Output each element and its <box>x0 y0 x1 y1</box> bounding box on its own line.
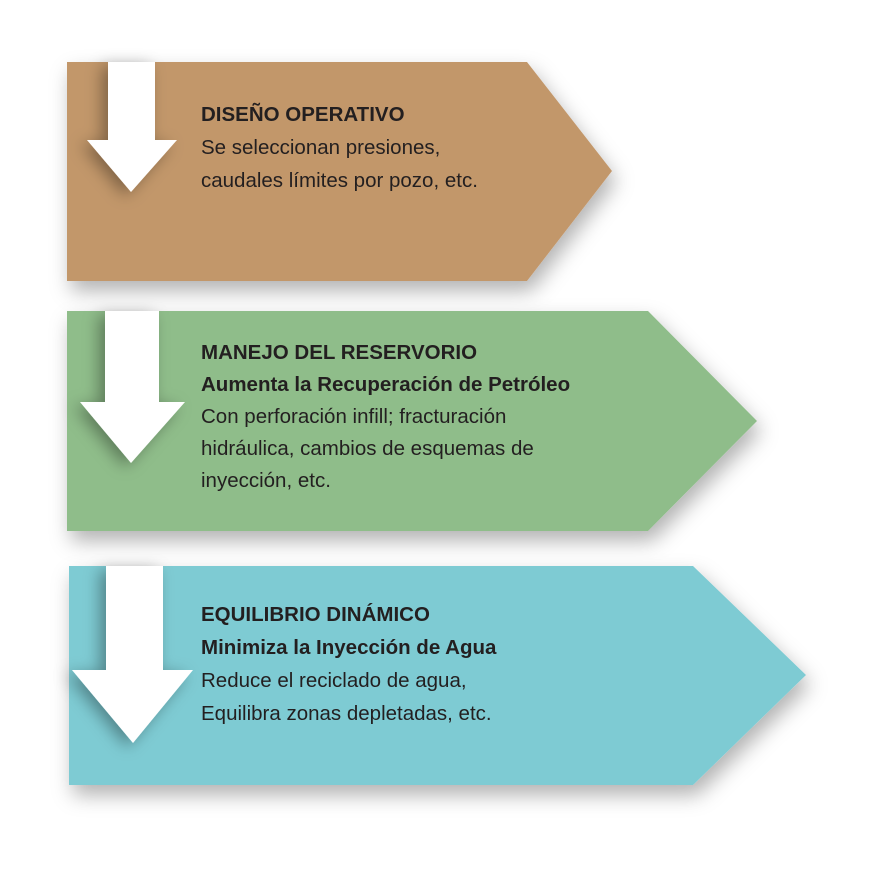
step3-banner <box>69 566 806 785</box>
step3-line: Equilibra zonas depletadas, etc. <box>201 702 492 725</box>
step3-text: EQUILIBRIO DINÁMICO Minimiza la Inyecció… <box>201 598 496 730</box>
step2-text: MANEJO DEL RESERVORIO Aumenta la Recuper… <box>201 337 570 497</box>
step2-line: hidráulica, cambios de esquemas de <box>201 437 534 460</box>
step2-subtitle: Aumenta la Recuperación de Petróleo <box>201 373 571 396</box>
step3-subtitle: Minimiza la Inyección de Agua <box>201 636 497 659</box>
step1-down-arrow-icon <box>87 62 177 192</box>
step1-banner <box>67 62 612 281</box>
step3-line: Reduce el reciclado de agua, <box>201 669 467 692</box>
step1-text: DISEÑO OPERATIVO Se seleccionan presione… <box>201 98 478 197</box>
step3-down-arrow-icon <box>72 566 193 743</box>
step2-down-arrow-icon <box>80 311 185 463</box>
step1-line: caudales límites por pozo, etc. <box>201 169 478 192</box>
step2-title: MANEJO DEL RESERVORIO <box>201 341 478 364</box>
step1-line: Se seleccionan presiones, <box>201 136 441 159</box>
step1-title: DISEÑO OPERATIVO <box>201 103 405 126</box>
step2-line: Con perforación infill; fracturación <box>201 405 507 428</box>
step2-line: inyección, etc. <box>201 469 331 492</box>
step2-banner <box>67 311 757 531</box>
step3-title: EQUILIBRIO DINÁMICO <box>201 603 430 626</box>
